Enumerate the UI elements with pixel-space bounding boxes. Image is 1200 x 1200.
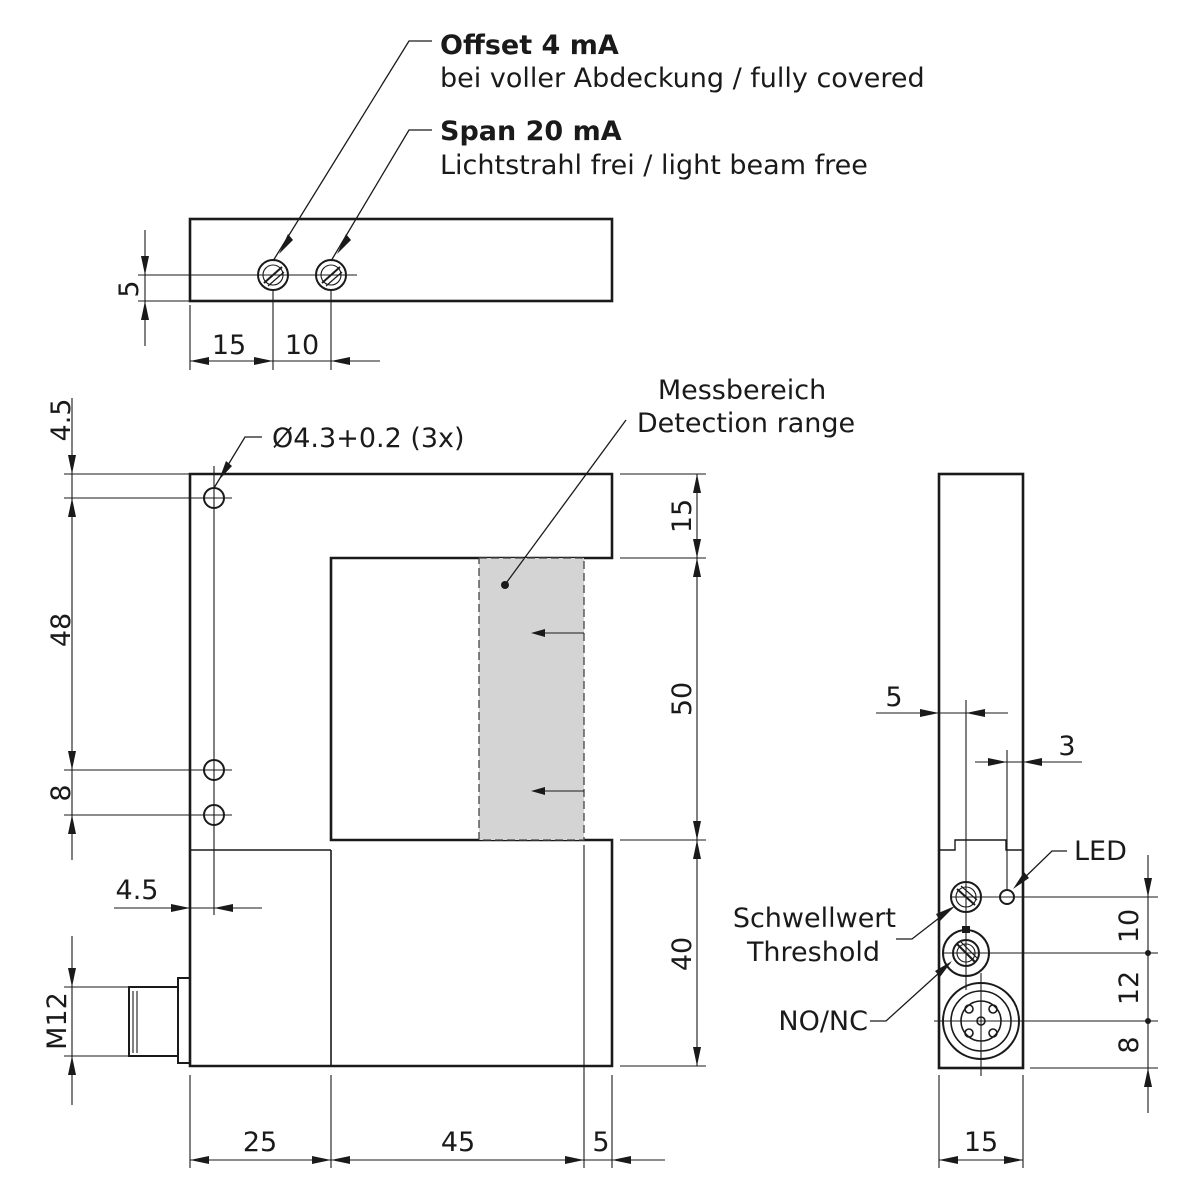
offset-subtitle: bei voller Abdeckung / fully covered bbox=[440, 63, 925, 94]
detection-range-en: Detection range bbox=[637, 408, 855, 439]
dim-base: 40 bbox=[667, 937, 698, 971]
hole-spec-label: Ø4.3+0.2 (3x) bbox=[272, 423, 465, 454]
m12-connector-face bbox=[934, 973, 1158, 1076]
dim-side-width: 15 bbox=[964, 1127, 998, 1158]
offset-title: Offset 4 mA bbox=[440, 30, 619, 61]
threshold-de-label: Schwellwert bbox=[733, 903, 896, 934]
dim-side-pot-inset: 5 bbox=[885, 682, 902, 713]
dim-connector: M12 bbox=[42, 992, 73, 1050]
dim-width-c: 5 bbox=[592, 1127, 609, 1158]
dim-side-led-inset: 3 bbox=[1058, 731, 1075, 762]
dim-hole-top: 4.5 bbox=[46, 399, 77, 442]
dim-width-b: 45 bbox=[441, 1127, 475, 1158]
dim-side-led-y: 10 bbox=[1114, 909, 1145, 943]
dim-gap: 50 bbox=[667, 682, 698, 716]
dim-hole-spacing-upper: 48 bbox=[46, 613, 77, 647]
threshold-en-label: Threshold bbox=[746, 937, 880, 968]
front-view bbox=[64, 398, 706, 1168]
m12-connector bbox=[128, 986, 179, 1057]
dim-top-offset-1: 15 bbox=[212, 330, 246, 361]
span-subtitle: Lichtstrahl frei / light beam free bbox=[440, 150, 868, 181]
dim-hole-spacing-lower: 8 bbox=[46, 784, 77, 801]
dim-width-a: 25 bbox=[243, 1127, 277, 1158]
side-view bbox=[870, 472, 1158, 1168]
detection-range-zone bbox=[478, 557, 585, 841]
nonc-label: NO/NC bbox=[778, 1006, 868, 1037]
dim-hole-inset: 4.5 bbox=[116, 875, 159, 906]
dim-arm-top: 15 bbox=[667, 499, 698, 533]
led-label: LED bbox=[1074, 836, 1127, 867]
dim-side-nonc-y: 12 bbox=[1114, 971, 1145, 1005]
span-title: Span 20 mA bbox=[440, 116, 622, 147]
detection-range-de: Messbereich bbox=[658, 375, 826, 406]
top-view bbox=[138, 40, 614, 370]
top-view-body bbox=[188, 217, 614, 303]
dim-top-height: 5 bbox=[114, 280, 145, 297]
dim-side-conn-y: 8 bbox=[1114, 1036, 1145, 1053]
dim-top-offset-2: 10 bbox=[285, 330, 319, 361]
